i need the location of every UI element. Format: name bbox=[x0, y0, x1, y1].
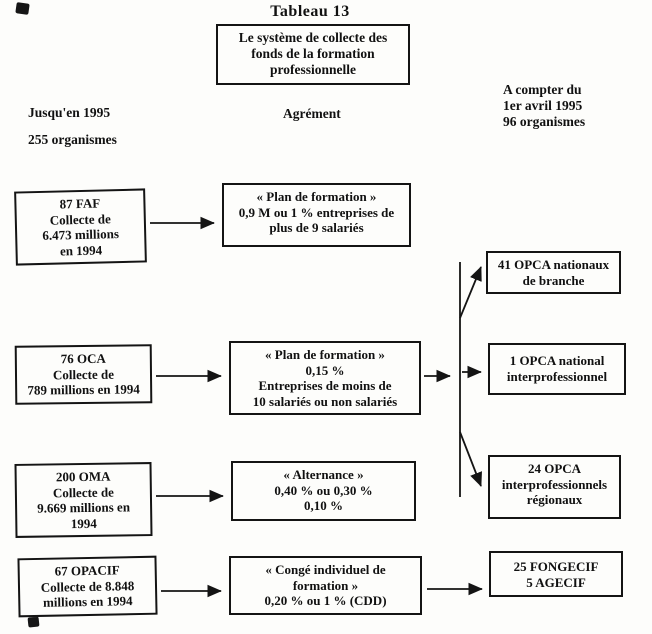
target-box-fongecif-agecif: 25 FONGECIF 5 AGECIF bbox=[489, 551, 623, 597]
scan-artifact-bottom-left bbox=[27, 616, 40, 628]
source-box-opacif: 67 OPACIF Collecte de 8.848 millions en … bbox=[17, 555, 158, 617]
target-box-opca-nationaux: 41 OPCA nationaux de branche bbox=[486, 251, 621, 294]
column-header-center: Agrément bbox=[283, 106, 341, 121]
source-box-faf: 87 FAF Collecte de 6.473 millions en 199… bbox=[14, 188, 147, 266]
scan-artifact-top-left bbox=[15, 2, 30, 15]
source-box-oma: 200 OMA Collecte de 9.669 millions en 19… bbox=[14, 462, 153, 538]
source-box-oca: 76 OCA Collecte de 789 millions en 1994 bbox=[14, 344, 153, 405]
column-header-right: A compter du 1er avril 1995 96 organisme… bbox=[503, 82, 586, 129]
column-header-left: Jusqu'en 1995 255 organismes bbox=[28, 105, 117, 147]
arrow-junction-to-target1 bbox=[459, 266, 482, 319]
diagram-title-box: Le système de collecte des fonds de la f… bbox=[216, 24, 410, 85]
arrow-junction-to-target3 bbox=[459, 431, 482, 487]
target-box-opca-regionaux: 24 OPCA interprofessionnels régionaux bbox=[488, 455, 621, 519]
page-title: Tableau 13 bbox=[270, 3, 350, 20]
target-box-opca-interprofessionnel: 1 OPCA national interprofessionnel bbox=[488, 343, 626, 395]
agrement-box-alternance: « Alternance » 0,40 % ou 0,30 % 0,10 % bbox=[231, 461, 416, 521]
agrement-box-plan-formation-petites: « Plan de formation » 0,15 % Entreprises… bbox=[229, 341, 421, 415]
agrement-box-conge-individuel: « Congé individuel de formation » 0,20 %… bbox=[229, 556, 422, 615]
agrement-box-plan-formation-grandes: « Plan de formation » 0,9 M ou 1 % entre… bbox=[222, 183, 411, 247]
